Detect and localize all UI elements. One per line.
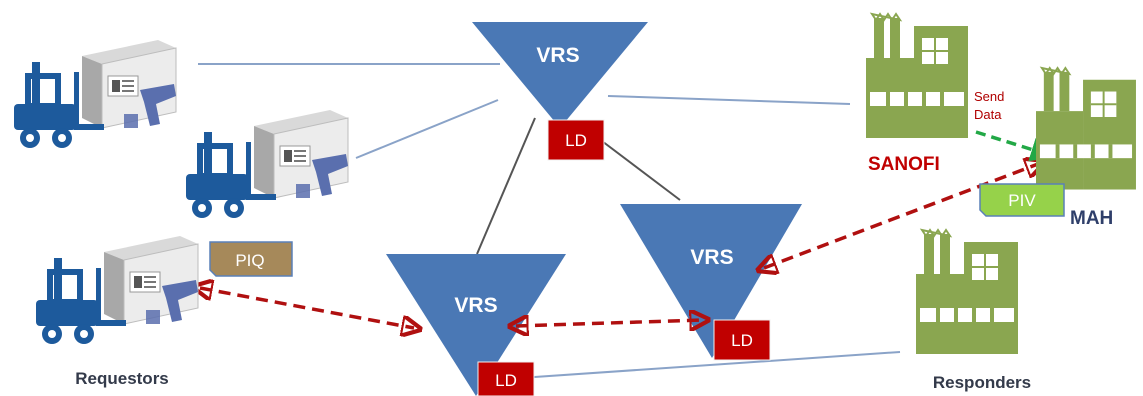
link-vrs-top-to-bottom	[476, 117, 536, 255]
connector-lines	[198, 63, 901, 379]
arrow-vrs-to-vrs	[516, 320, 702, 326]
piq-tag: PIQ	[209, 241, 293, 277]
link-vrs-top-to-right	[589, 131, 681, 201]
vrs-label-right: VRS	[690, 246, 733, 269]
ld-box-right: LD	[713, 319, 771, 361]
forklift-with-box-and-scanner-icon	[36, 236, 198, 344]
send-data-label-line1: Send	[974, 89, 1004, 104]
vrs-label-bottom: VRS	[454, 294, 497, 317]
ld-box-bottom: LD	[477, 361, 535, 396]
vrs-node-top	[472, 22, 648, 128]
ld-label-right: LD	[731, 331, 753, 350]
factory-icon	[865, 13, 969, 139]
vrs-node-right	[620, 204, 802, 358]
forklift-with-box-and-scanner-icon	[14, 40, 176, 148]
connector-responders	[519, 351, 901, 379]
vrs-node-bottom	[386, 254, 566, 396]
forklift-with-box-and-scanner-icon	[186, 110, 348, 218]
mah-label: MAH	[1070, 208, 1113, 229]
piv-tag: PIV	[979, 183, 1065, 217]
send-data-label-line2: Data	[974, 107, 1002, 122]
ld-label-top: LD	[565, 131, 587, 150]
connector-sanofi	[607, 95, 851, 105]
piq-label: PIQ	[235, 251, 264, 270]
piv-label: PIV	[1008, 191, 1036, 210]
factory-icon	[915, 229, 1019, 355]
arrow-vrs-to-mah	[764, 164, 1038, 268]
arrow-send-data	[975, 130, 1056, 162]
arrow-requestor-to-vrs	[200, 288, 414, 328]
vrs-links	[476, 117, 681, 255]
factory-icon	[1035, 67, 1137, 191]
verification-arrows	[200, 164, 1038, 328]
ld-box-top: LD	[547, 119, 605, 161]
sanofi-label: SANOFI	[868, 154, 940, 175]
requestors-label: Requestors	[75, 369, 169, 388]
ld-label-bottom: LD	[495, 371, 517, 390]
responders-label: Responders	[933, 373, 1031, 392]
vrs-label-top: VRS	[536, 44, 579, 67]
connector-requestor-2	[355, 99, 499, 159]
